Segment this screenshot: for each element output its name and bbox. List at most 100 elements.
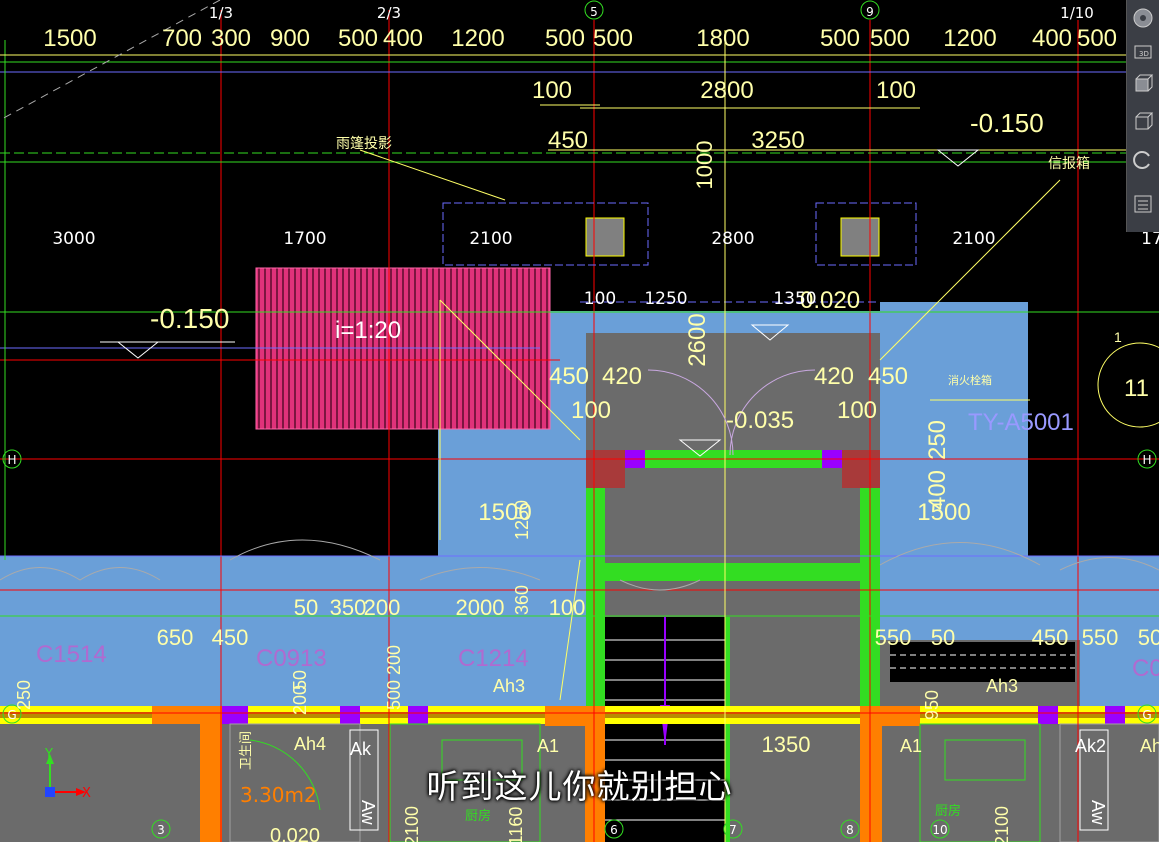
ty-label: TY-A5001 [968, 409, 1074, 436]
room-area: 3.30m2 [240, 783, 317, 807]
room-toilet: 卫生间 [239, 731, 254, 770]
right-mid-450: 450 [1032, 625, 1069, 650]
level-left: -0.150 [150, 303, 229, 334]
dim-top-500a: 500 [338, 25, 378, 52]
red-axis-lines [0, 10, 1159, 842]
span-2800: 2800 [711, 229, 754, 249]
window-dim-650: 650 [157, 625, 194, 650]
ucs-y-label: Y [44, 747, 53, 762]
right-dim-400: 400 [924, 470, 951, 510]
label-ak2: Ak2 [1075, 736, 1106, 756]
view-cube-icon[interactable] [1131, 72, 1155, 96]
window-dim-250: 250 [14, 680, 34, 710]
ucs-x-label: X [82, 786, 91, 801]
level-markers [100, 149, 980, 457]
door-dim-450a: 450 [549, 363, 589, 390]
right-mid-550b: 550 [1082, 625, 1119, 650]
dim-450-top: 450 [548, 127, 588, 154]
orange-columns [152, 706, 920, 842]
axis-7: 7 [729, 823, 737, 837]
bottom-dim-950: 950 [922, 690, 942, 720]
room-outlines [229, 723, 1159, 842]
box-icon[interactable] [1131, 110, 1155, 134]
dim-3250: 3250 [751, 127, 804, 154]
left-dim-1500: 1500 [478, 499, 531, 526]
fire-hydrant-label: 消火栓箱 [948, 373, 992, 387]
mid-dim-350: 350 [330, 595, 367, 620]
span-17: 17 [1141, 229, 1159, 249]
window-dim-450: 450 [212, 625, 249, 650]
mid-dim-50: 50 [294, 595, 318, 620]
level-canopy: 0.020 [800, 287, 860, 314]
steering-wheel-icon[interactable] [1131, 6, 1155, 30]
video-subtitle: 听到这儿你就别担心 [426, 767, 733, 806]
label-aw-a: Aw [358, 800, 378, 826]
label-aw-b: Aw [1088, 800, 1108, 826]
dim-1000-vertical: 1000 [692, 141, 717, 190]
dim-top-700: 700 [162, 25, 202, 52]
door-dim-420a: 420 [602, 363, 642, 390]
window-dim-500: 500 [384, 680, 404, 710]
dim-top-500e: 500 [870, 25, 910, 52]
axis-h-left: H [7, 453, 16, 467]
axis-8: 8 [846, 823, 854, 837]
mid-dimensions: 50 350 200 2000 100 550 50 450 550 50 65… [14, 595, 1159, 842]
stairwell [605, 617, 725, 842]
dim-top-1500: 1500 [43, 25, 96, 52]
orbit-icon[interactable] [1131, 148, 1155, 172]
axis-bubble-labels: 1/3 2/3 5 9 1/10 H H G G 3 6 7 8 10 [7, 4, 1151, 837]
door-dim-420b: 420 [814, 363, 854, 390]
label-a1-b: A1 [900, 736, 922, 756]
level-texts: -0.150 -0.150 0.020 -0.035 i=1:20 [150, 108, 1044, 434]
label-ah4: Ah4 [294, 734, 326, 754]
door-dim-100a: 100 [571, 397, 611, 424]
bottom-dim-1160: 1160 [506, 807, 526, 842]
dim-row2-2800: 2800 [700, 77, 753, 104]
axis-5: 5 [590, 5, 598, 19]
dim-top-500b: 500 [545, 25, 585, 52]
window-c0913: C0913 [256, 645, 327, 672]
right-dim-1500: 1500 [917, 499, 970, 526]
window-dim-50: 50 [290, 670, 310, 690]
canopy-dim-1350: 1350 [773, 289, 816, 309]
dim-top-500c: 500 [593, 25, 633, 52]
left-dim-360: 360 [512, 585, 532, 615]
label-ak: Ak [350, 739, 372, 759]
ah-labels: Ah3 Ah3 Ah4 Ak A1 A1 Ak2 Ah Aw Aw [294, 676, 1159, 826]
right-dim-250: 250 [924, 420, 951, 460]
room-kitchen-b: 厨房 [935, 803, 961, 819]
room-kitchen-a: 厨房 [465, 808, 491, 824]
dim-top-1200a: 1200 [451, 25, 504, 52]
dim-2600: 2600 [684, 313, 711, 366]
span-3000: 3000 [52, 229, 95, 249]
span-2100b: 2100 [952, 229, 995, 249]
door-swings [0, 369, 1159, 811]
window-dim-200b: 200 [290, 685, 310, 715]
dim-top-900: 900 [270, 25, 310, 52]
ucs-icon [45, 754, 86, 797]
axis-10: 10 [932, 823, 947, 837]
label-ah3-a: Ah3 [493, 676, 525, 696]
type-labels: TY-A5001 11 1 [968, 329, 1149, 436]
3d-view-icon[interactable]: 3D [1131, 40, 1155, 64]
window-c0: C0 [1132, 655, 1159, 682]
mid-dim-2000: 2000 [456, 595, 505, 620]
bottom-dim-1350: 1350 [762, 732, 811, 757]
ucs-labels: Y X [44, 747, 91, 801]
svg-text:3D: 3D [1139, 50, 1149, 58]
axis-9: 9 [866, 5, 874, 19]
span-2100a: 2100 [469, 229, 512, 249]
canopy-dim-100: 100 [584, 289, 616, 309]
layers-icon[interactable] [1131, 192, 1155, 216]
right-mid-50: 50 [931, 625, 955, 650]
dim-top-500f: 500 [1077, 25, 1117, 52]
axis-g-right: G [1142, 708, 1151, 722]
axis-1-3: 1/3 [209, 4, 233, 22]
canopy-dim-1250: 1250 [644, 289, 687, 309]
dim-top-300: 300 [211, 25, 251, 52]
label-ah3-b: Ah3 [986, 676, 1018, 696]
axis-1-10: 1/10 [1060, 4, 1094, 22]
mailbox-block [890, 642, 1075, 682]
